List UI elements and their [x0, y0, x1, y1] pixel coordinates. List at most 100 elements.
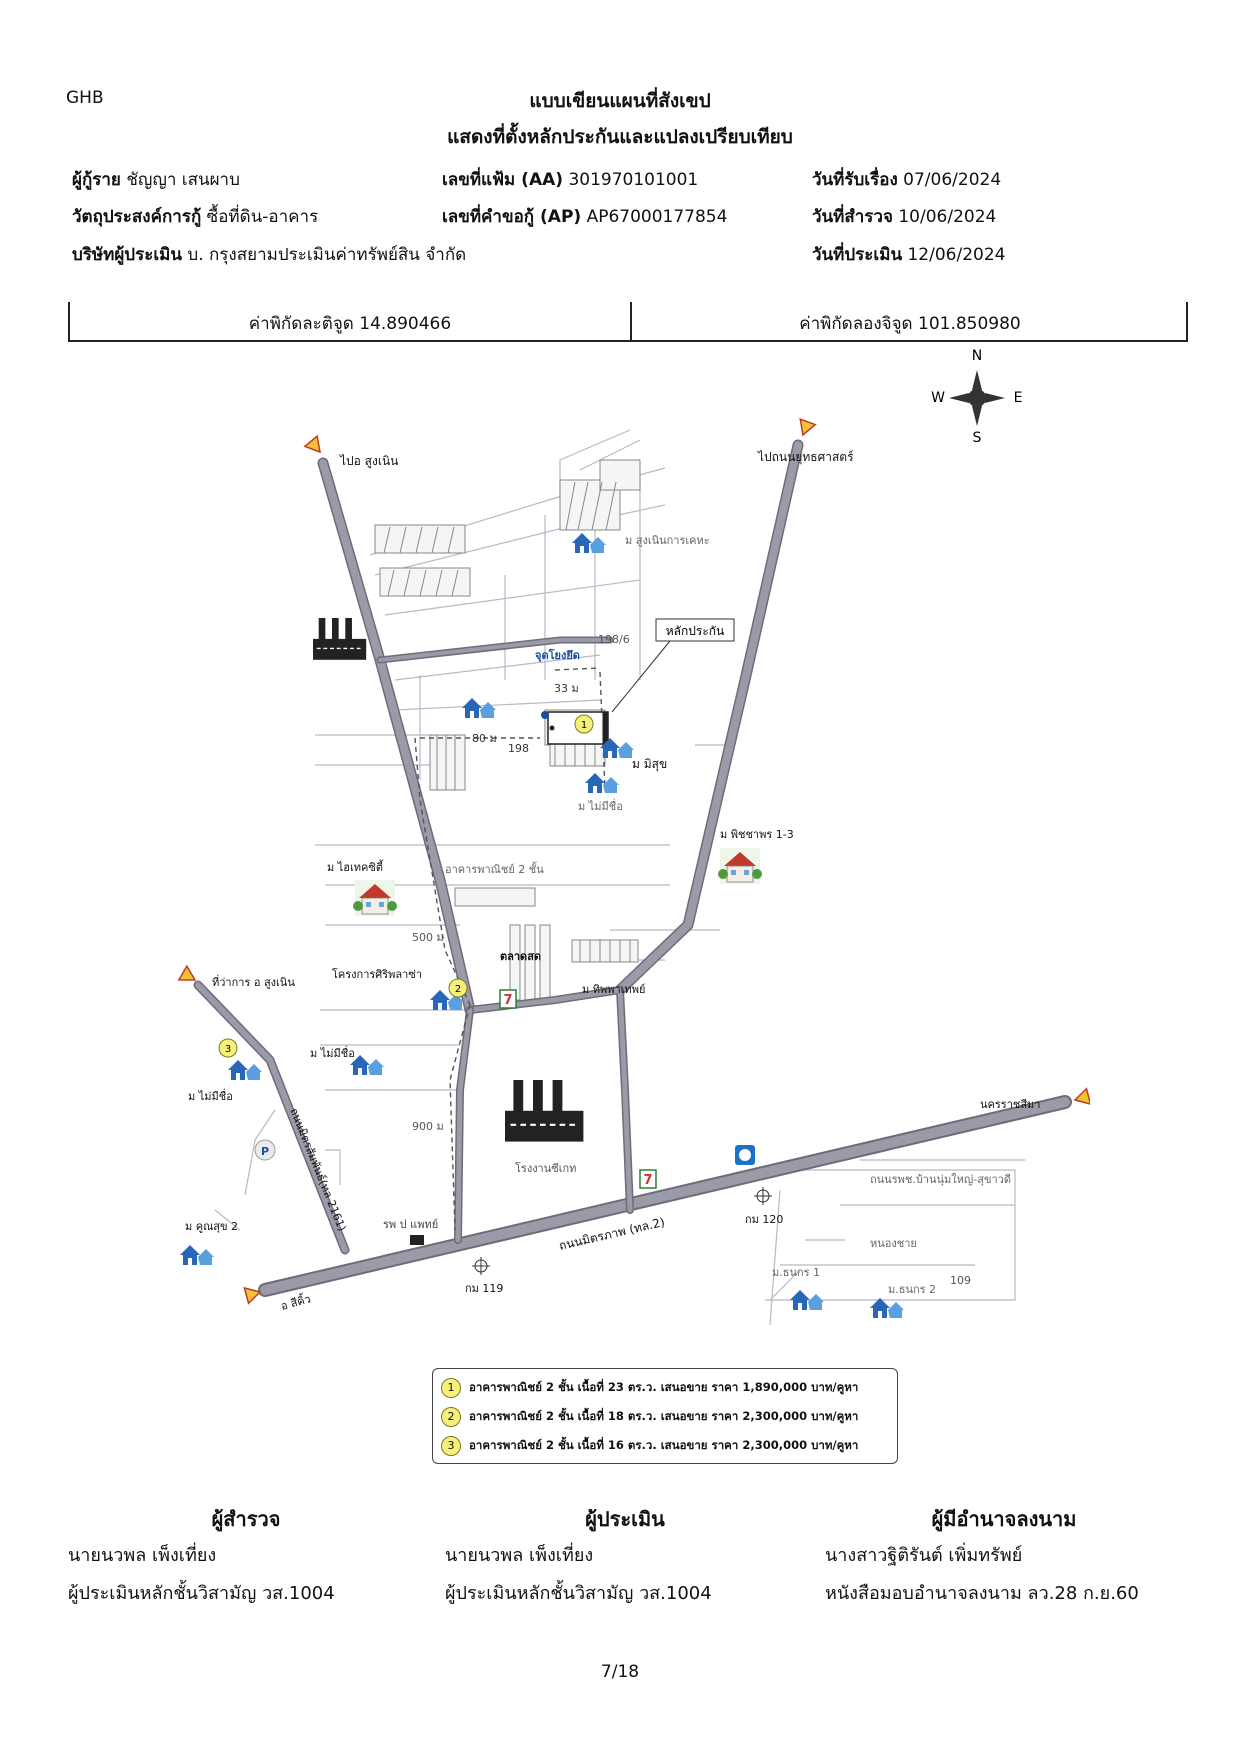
label-dist-33: 33 ม: [554, 682, 579, 695]
label-to-amphoe: ที่ว่าการ อ สูงเนิน: [212, 974, 295, 989]
application-label: เลขที่คำขอกู้ (AP): [442, 207, 582, 227]
house-icon: [585, 773, 619, 793]
latitude-value: ค่าพิกัดละติจูด 14.890466: [248, 314, 452, 334]
authorized-title: ผู้มีอำนาจลงนาม: [931, 1507, 1077, 1531]
label-moo-tippayathan: ม ทิพพาเทพย์: [582, 983, 645, 996]
house-icon: [228, 1060, 262, 1080]
svg-text:2: 2: [455, 984, 461, 995]
received-field: วันที่รับเรื่อง 07/06/2024: [812, 166, 1001, 193]
label-focal-point: จุดโยงยึด: [535, 648, 580, 663]
label-moo-no-name-1: ม ไม่มีชื่อ: [578, 798, 623, 813]
arrow-to-yuttha-icon: [794, 418, 817, 439]
label-sirin: โครงการศิริพลาซ่า: [332, 967, 422, 981]
legend-number: 1: [441, 1377, 461, 1398]
label-road-2161: ถนนมิตรสัมพันธ์(ทล 2161): [287, 1106, 348, 1233]
label-commercial-2: อาคารพาณิชย์ 2 ชั้น: [445, 861, 544, 876]
page-title: แบบเขียนแผนที่สังเขป: [529, 90, 711, 112]
application-field: เลขที่คำขอกู้ (AP) AP67000177854: [442, 203, 727, 230]
label-dist-80: 80 ม: [472, 732, 497, 745]
label-moo-anan2: ม.ธนกร 2: [888, 1283, 936, 1296]
seven-eleven-icon: [499, 989, 517, 1009]
house-icon: [790, 1290, 824, 1310]
house-icon: [572, 533, 606, 553]
bank-icon: [735, 1145, 755, 1165]
authorized-role: หนังสือมอบอำนาจลงนาม ลว.28 ก.ย.60: [825, 1583, 1139, 1604]
org-label: GHB: [66, 88, 104, 108]
collateral-callout: หลักประกัน: [611, 618, 735, 713]
coordinates-box: ค่าพิกัดละติจูด 14.890466 ค่าพิกัดลองจิจ…: [68, 302, 1188, 342]
legend-row: 1 อาคารพาณิชย์ 2 ชั้น เนื้อที่ 23 ตร.ว. …: [441, 1373, 889, 1402]
coordinates-divider: [630, 302, 632, 340]
survey-value: 10/06/2024: [898, 207, 997, 227]
page-number: 7/18: [600, 1662, 640, 1682]
file-value: 301970101001: [568, 170, 699, 190]
appraisal-label: วันที่ประเมิน: [812, 245, 903, 265]
appraiser-title: ผู้ประเมิน: [585, 1507, 665, 1531]
km-marker-icon: [753, 1186, 773, 1206]
appraiser-role: ผู้ประเมินหลักชั้นวิสามัญ วส.1004: [445, 1583, 712, 1604]
house-icon: [180, 1245, 214, 1265]
borrower-value: ชัญญา เสนผาบ: [126, 170, 240, 190]
compass-icon: N S E W: [931, 348, 1022, 446]
page-subtitle: แสดงที่ตั้งหลักประกันและแปลงเปรียบเทียบ: [447, 126, 793, 148]
label-road-198: 198: [508, 742, 529, 755]
hospital-icon: [410, 1235, 424, 1245]
label-km-120: กม 120: [745, 1213, 783, 1226]
appraisal-field: วันที่ประเมิน 12/06/2024: [812, 241, 1005, 268]
legend-text: อาคารพาณิชย์ 2 ชั้น เนื้อที่ 23 ตร.ว. เส…: [469, 1379, 859, 1394]
label-dist-500: 500 ม: [412, 931, 444, 944]
compass-east: E: [1014, 390, 1023, 406]
purpose-value: ซื้อที่ดิน-อาคาร: [206, 207, 319, 227]
label-ban-nong-yai: ถนนรพช.บ้านนุ่มใหญ่-สุขาวดี: [870, 1173, 1011, 1186]
label-moo-sungnoen: ม สูงเนินการเคหะ: [625, 534, 710, 547]
survey-label: วันที่สำรวจ: [812, 207, 893, 227]
label-to-yuttha: ไปถนนยุทธศาสตร์: [757, 450, 854, 465]
legend-text: อาคารพาณิชย์ 2 ชั้น เนื้อที่ 16 ตร.ว. เส…: [469, 1437, 859, 1452]
legend-number: 3: [441, 1435, 461, 1456]
appraiser-name: นายนวพล เพ็งเที่ยง: [445, 1545, 594, 1566]
label-market: ตลาดสด: [500, 950, 541, 963]
authorized-name: นางสาวฐิติรันต์ เพิ่มทรัพย์: [825, 1545, 1023, 1566]
application-value: AP67000177854: [586, 207, 728, 227]
label-moo-no-name-3: ม ไม่มีชื่อ: [188, 1088, 233, 1103]
comparable-1-marker: 1: [574, 714, 594, 734]
arrow-to-nakhon-icon: [1072, 1087, 1090, 1109]
legend-row: 3 อาคารพาณิชย์ 2 ชั้น เนื้อที่ 16 ตร.ว. …: [441, 1431, 889, 1460]
map-roads: [193, 439, 1072, 1297]
company-label: บริษัทผู้ประเมิน: [72, 245, 182, 265]
label-km-119: กม 119: [465, 1282, 503, 1295]
label-moo-kunsuk: ม คูณสุข 2: [185, 1220, 238, 1233]
label-nong-chai: หนองชาย: [870, 1237, 917, 1250]
km-marker-icon: [471, 1256, 491, 1276]
house-icon: [350, 1055, 384, 1075]
svg-text:3: 3: [225, 1044, 231, 1055]
label-nakhon: นครราชสีมา: [980, 1098, 1040, 1111]
surveyor-title: ผู้สำรวจ: [211, 1507, 281, 1531]
surveyor-name: นายนวพล เพ็งเที่ยง: [68, 1545, 217, 1566]
seagate-factory-icon: [503, 1078, 585, 1143]
svg-text:P: P: [261, 1145, 269, 1158]
longitude-value: ค่าพิกัดลองจิจูด 101.850980: [799, 314, 1021, 334]
house-icon: [462, 698, 496, 718]
svg-text:1: 1: [581, 720, 587, 731]
received-value: 07/06/2024: [903, 170, 1002, 190]
purpose-field: วัตถุประสงค์การกู้ ซื้อที่ดิน-อาคาร: [72, 203, 318, 230]
label-moo-misuk: ม มิสุข: [632, 757, 667, 772]
compass-west: W: [931, 390, 945, 406]
file-field: เลขที่แฟ้ม (AA) 301970101001: [442, 166, 698, 193]
compass-south: S: [973, 430, 982, 446]
legend-number: 2: [441, 1406, 461, 1427]
borrower-label: ผู้กู้ราย: [72, 170, 121, 190]
label-dist-900: 900 ม: [412, 1120, 444, 1133]
company-field: บริษัทผู้ประเมิน บ. กรุงสยามประเมินค่าทร…: [72, 241, 466, 268]
label-moo-pitchaporn: ม พิชชาพร 1-3: [720, 828, 794, 841]
label-hospital: รพ ป แพทย์: [383, 1218, 438, 1231]
collateral-label: หลักประกัน: [666, 624, 725, 638]
map-background-lines: [214, 429, 1025, 1326]
pitchaporn-village-icon: [717, 847, 763, 885]
house-icon: [870, 1298, 904, 1318]
purpose-label: วัตถุประสงค์การกู้: [72, 207, 202, 227]
file-label: เลขที่แฟ้ม (AA): [442, 170, 564, 190]
gas-station-icon: P: [254, 1139, 276, 1161]
